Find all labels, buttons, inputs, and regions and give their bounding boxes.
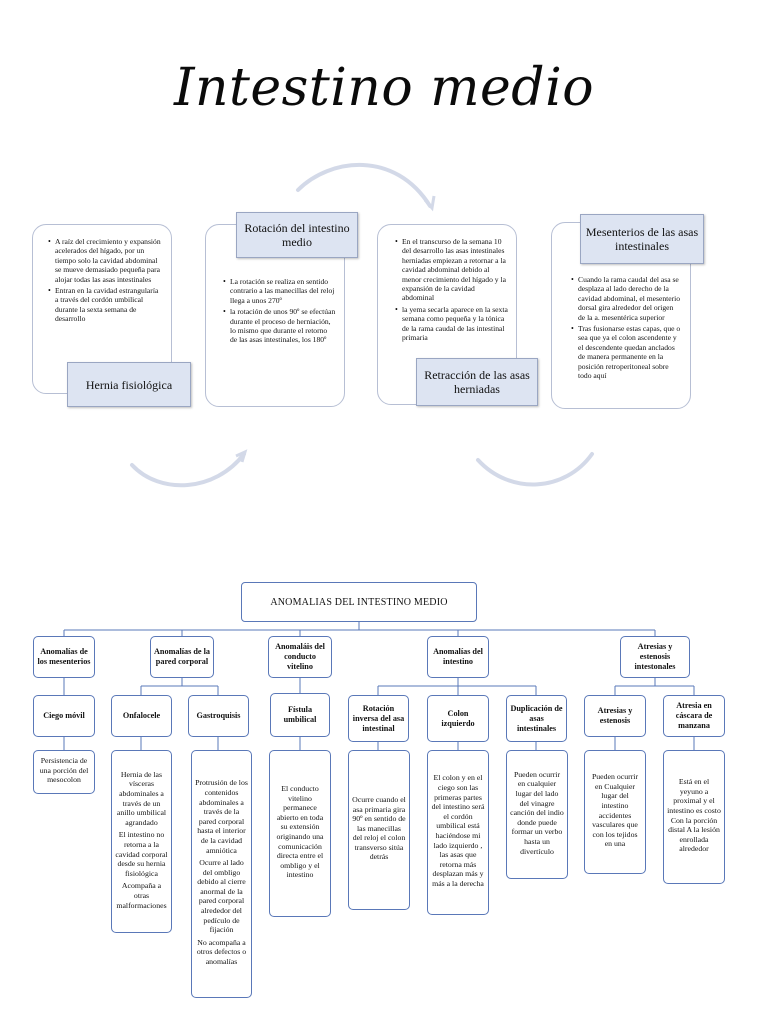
leaf-atresias: Pueden ocurrir en Cualquier lugar del in… <box>584 750 646 874</box>
hernia-bullet: Entran en la cavidad estrangularía a tra… <box>48 286 163 324</box>
leaf-ciego: Persistencia de una porción del mesocolo… <box>33 750 95 794</box>
category-pared: Anomalías de la pared corporal <box>150 636 214 678</box>
leaf-rotacion-inversa: Ocurre cuando el asa primaria gira 90º e… <box>348 750 410 910</box>
page-title: Intestino medio <box>173 58 595 118</box>
sub-manzana: Atresia en cáscara de manzana <box>663 695 725 737</box>
rotacion-bullet: la rotación de unos 90º se efectúan dura… <box>223 307 336 345</box>
leaf-text: Ocurre cuando el asa primaria gira 90º e… <box>352 794 406 862</box>
leaf-text: El colon y en el ciego son las primeras … <box>431 773 485 888</box>
category-atresias: Atresias y estenosis intestonales <box>620 636 690 678</box>
leaf-colon: El colon y en el ciego son las primeras … <box>427 750 489 915</box>
leaf-text: Ocurre al lado del ombligo debido al cie… <box>197 858 246 935</box>
mesenterios-label: Mesenterios de las asas intestinales <box>580 214 704 264</box>
sub-rotacion-inversa: Rotación inversa del asa intestinal <box>348 695 409 742</box>
sub-colon: Colon izquierdo <box>427 695 489 742</box>
mesenterios-bullet: Tras fusionarse estas capas, que o sea q… <box>571 324 682 380</box>
sub-ciego: Ciego móvil <box>33 695 95 737</box>
decorative-arcs <box>130 163 594 488</box>
leaf-text: No acompaña a otros defectos o anomalías <box>196 937 247 967</box>
category-conducto: Anomaláis del conducto vitelino <box>268 636 332 678</box>
leaf-text: Acompaña a otras malformaciones <box>116 881 167 910</box>
retraccion-label: Retracción de las asas herniadas <box>416 358 538 406</box>
hernia-label: Hernia fisiológica <box>67 362 191 407</box>
leaf-fistula: El conducto vitelino permanece abierto e… <box>269 750 331 917</box>
retraccion-bullet: En el transcurso de la semana 10 del des… <box>395 237 508 303</box>
leaf-manzana: Está en el yeyuno a proximal y el intest… <box>663 750 725 884</box>
sub-fistula: Fístula umbilical <box>270 693 330 737</box>
rotacion-bullet: La rotación se realiza en sentido contra… <box>223 277 336 305</box>
leaf-text: Persistencia de una porción del mesocolo… <box>39 756 89 785</box>
hernia-bullet: A raíz del crecimiento y expansión acele… <box>48 237 163 284</box>
leaf-text: Pueden ocurrir en Cualquier lugar del in… <box>591 772 639 849</box>
leaf-text: El conducto vitelino permanece abierto e… <box>276 784 324 880</box>
leaf-gastroquisis: Protrusión de los contenidos abdominales… <box>191 750 252 998</box>
leaf-text: Pueden ocurrir en cualquier lugar del la… <box>510 769 564 856</box>
category-mesenterios: Anomalías de los mesenterios <box>33 636 95 678</box>
leaf-text: Está en el yeyuno a proximal y el intest… <box>667 777 721 854</box>
leaf-text: Hernia de las vísceras abdominales a tra… <box>116 769 167 827</box>
leaf-text: El intestino no retorna a la cavidad cor… <box>115 830 168 878</box>
mesenterios-bullet: Cuando la rama caudal del asa se desplaz… <box>571 275 682 322</box>
retraccion-bullet: la yema secarla aparece en la sexta sema… <box>395 305 508 343</box>
sub-duplicacion: Duplicación de asas intestinales <box>506 695 567 742</box>
leaf-duplicacion: Pueden ocurrir en cualquier lugar del la… <box>506 750 568 879</box>
rotacion-label: Rotación del intestino medio <box>236 212 358 258</box>
sub-gastroquisis: Gastroquisis <box>188 695 249 737</box>
sub-atresias: Atresias y estenosis <box>584 695 646 737</box>
sub-onfalocele: Onfalocele <box>111 695 172 737</box>
category-intestino: Anomalías del intestino <box>427 636 489 678</box>
leaf-text: Protrusión de los contenidos abdominales… <box>195 778 248 855</box>
leaf-onfalocele: Hernia de las vísceras abdominales a tra… <box>111 750 172 933</box>
root-node: ANOMALIAS DEL INTESTINO MEDIO <box>241 582 477 622</box>
